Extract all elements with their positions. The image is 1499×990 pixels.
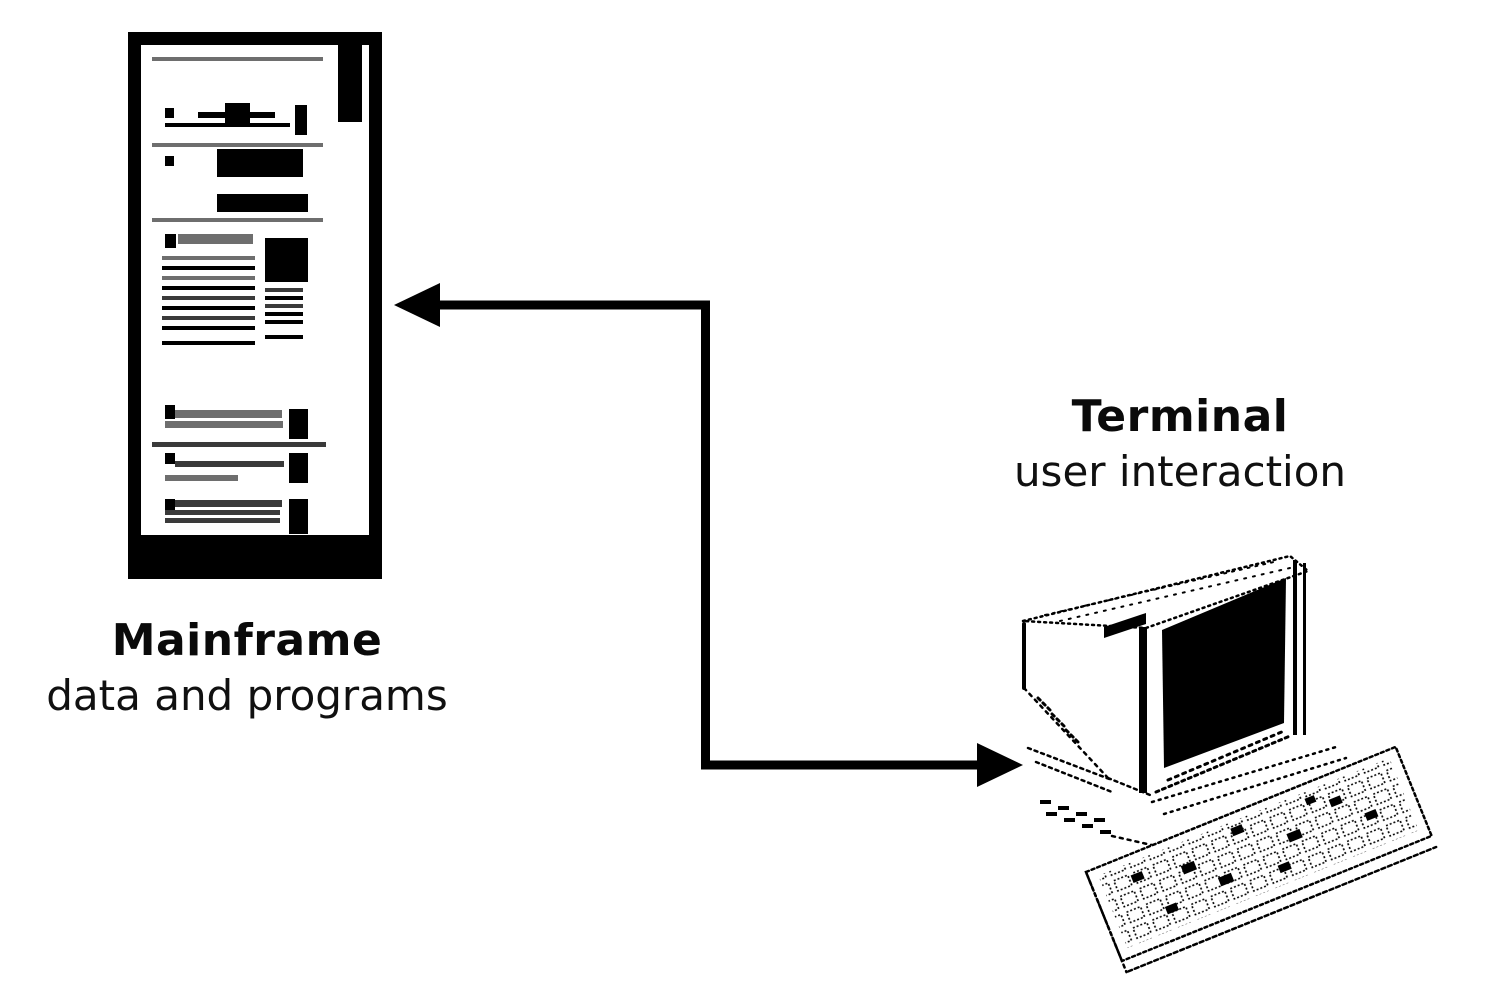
keyboard-dither (1130, 795, 1379, 915)
doc-block (217, 149, 303, 177)
mainframe-label: Mainframe data and programs (0, 616, 494, 719)
arrowhead-right-icon (977, 743, 1023, 787)
doc-list-line (165, 421, 283, 428)
cable-dashes (1040, 800, 1111, 834)
doc-rule (152, 57, 323, 61)
doc-slider-knob (225, 103, 250, 125)
doc-text-line (265, 288, 303, 292)
doc-bullet (165, 234, 176, 248)
doc-bullet (165, 156, 174, 166)
doc-rule (152, 442, 326, 447)
monitor-screen (1162, 578, 1286, 768)
doc-text-line (162, 296, 255, 300)
terminal-subtitle: user interaction (1013, 447, 1347, 497)
terminal-label: Terminal user interaction (935, 392, 1425, 495)
doc-rule (152, 218, 323, 222)
mainframe-title: Mainframe (111, 615, 383, 666)
doc-text-line (162, 326, 255, 330)
doc-text-line (265, 312, 303, 316)
doc-rule (165, 123, 290, 127)
monitor-top-face (1022, 554, 1311, 630)
doc-list-line (175, 410, 282, 418)
doc-text-line (162, 276, 255, 280)
doc-vbar (295, 105, 307, 135)
doc-list-vbar (289, 409, 308, 439)
doc-text-line (265, 304, 303, 308)
connector-arrow (394, 283, 1023, 787)
monitor-top-accent (1104, 613, 1146, 638)
doc-text-line (162, 316, 255, 320)
monitor-stand (1026, 746, 1114, 782)
doc-list-line (165, 518, 280, 523)
doc-bullet (165, 108, 174, 118)
doc-list-bullet (165, 405, 175, 419)
mainframe-icon (128, 32, 382, 579)
doc-list-vbar (289, 453, 308, 483)
monitor-bezel-left (1139, 627, 1147, 793)
mainframe-subtitle: data and programs (46, 671, 448, 721)
doc-heading-bar (178, 234, 253, 244)
doc-text-line (162, 341, 255, 345)
doc-list-bullet (165, 499, 175, 510)
doc-bar (262, 112, 275, 118)
connector-line (420, 300, 980, 770)
keyboard-front-edge (1127, 845, 1438, 973)
doc-list-bullet (165, 453, 175, 464)
doc-text-line (162, 286, 255, 290)
doc-text-line (265, 320, 303, 324)
doc-list-line (165, 510, 280, 515)
doc-text-line (162, 256, 255, 260)
doc-text-line (162, 306, 255, 310)
doc-image-block (265, 238, 308, 282)
monitor-bezel-bottom (1154, 734, 1292, 794)
doc-list-line (175, 500, 282, 507)
doc-text-line (265, 296, 303, 300)
doc-text-line (265, 335, 303, 339)
terminal-icon (1022, 554, 1438, 974)
terminal-title: Terminal (1071, 391, 1289, 442)
doc-corner-tab (338, 45, 362, 122)
keyboard-keys (1098, 758, 1419, 948)
doc-list-vbar (289, 499, 308, 534)
mainframe-document (141, 45, 369, 535)
doc-list-line (175, 461, 284, 467)
doc-rule (152, 143, 323, 147)
keyboard (1084, 745, 1438, 974)
monitor-bezel-right (1293, 560, 1297, 735)
arrowhead-left-icon (394, 283, 440, 327)
doc-text-line (162, 266, 255, 270)
doc-block (217, 194, 308, 212)
doc-list-line (165, 475, 238, 481)
